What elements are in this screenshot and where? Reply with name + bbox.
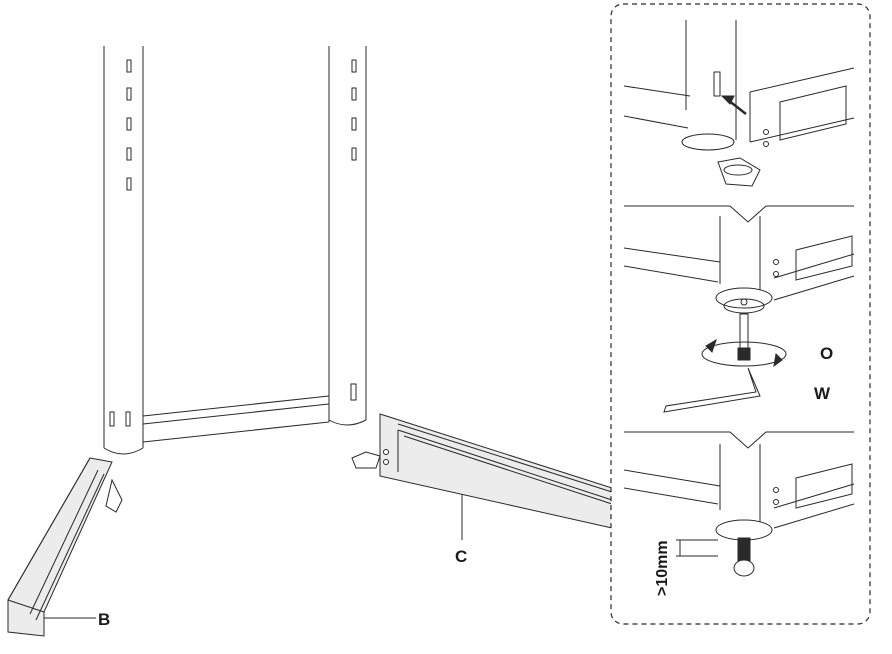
rotation-arrow-icon [701,341,787,367]
label-b: B [98,610,110,629]
appliance-frame [103,46,367,455]
rear-crossbar [142,395,330,443]
right-post [328,46,367,426]
detail-step-1 [623,20,855,187]
step-separator-1 [624,205,854,223]
detail-step-2 [623,216,855,413]
base-rail-c [351,413,613,529]
hex-key-icon [663,367,761,413]
left-post [103,46,144,455]
label-o: O [820,344,833,363]
label-w: W [814,384,831,403]
dimension-label: >10mm [654,540,671,596]
detail-step-3 [623,444,855,577]
label-c: C [455,547,467,566]
base-rail-b [7,457,123,637]
step-separator-2 [624,431,854,449]
detail-panel: O W >10mm [610,3,871,625]
